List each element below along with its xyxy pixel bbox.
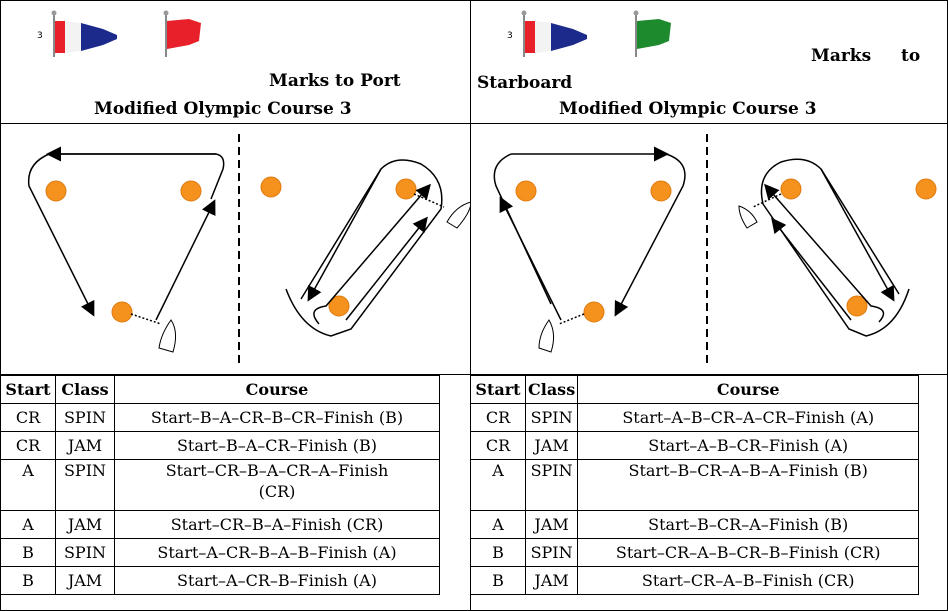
right-header: 3 Marks to Starboard Modifi xyxy=(471,1,947,124)
table-row: CR SPIN Start–A–B–CR–A–CR–Finish (A) xyxy=(470,403,920,432)
mark-buoy-icon xyxy=(111,301,133,323)
cell-start: A xyxy=(0,459,56,511)
flag-number: 3 xyxy=(37,31,43,41)
cell-course: Start–A–CR–B–A–B–Finish (A) xyxy=(114,538,440,567)
mark-buoy-icon xyxy=(515,180,537,202)
table-row: B SPIN Start–CR–A–B–CR–B–Finish (CR) xyxy=(470,538,920,567)
cell-course: Start–CR–A–B–CR–B–Finish (CR) xyxy=(577,538,920,567)
title-course: Modified Olympic Course 3 xyxy=(559,99,817,119)
table-row: B SPIN Start–A–CR–B–A–B–Finish (A) xyxy=(0,538,440,567)
table-row: A JAM Start–B–CR–A–Finish (B) xyxy=(470,510,920,539)
cell-class: JAM xyxy=(55,431,115,460)
cell-course: Start–A–B–CR–Finish (A) xyxy=(577,431,920,460)
left-header: 3 Marks to Port Modified Olympic Course xyxy=(1,1,470,124)
cell-class: SPIN xyxy=(55,538,115,567)
cell-course: Start–B–CR–A–Finish (B) xyxy=(577,510,920,539)
cell-start: A xyxy=(470,459,526,511)
table-row: A SPIN Start–CR–B–A–CR–A–Finish (CR) xyxy=(0,459,440,511)
cell-class: JAM xyxy=(55,566,115,595)
cell-class: JAM xyxy=(524,566,579,595)
cell-start: A xyxy=(0,510,56,539)
table-row: B JAM Start–CR–A–B–Finish (CR) xyxy=(470,566,920,595)
table-row: B JAM Start–A–CR–B–Finish (A) xyxy=(0,566,440,595)
title-course: Modified Olympic Course 3 xyxy=(94,99,352,119)
flags-group xyxy=(51,10,201,57)
flag-number: 3 xyxy=(507,31,513,41)
mark-buoy-icon xyxy=(583,301,605,323)
cell-course: Start–CR–B–A–Finish (CR) xyxy=(114,510,440,539)
right-course-diagram xyxy=(471,124,947,375)
mark-buoy-icon xyxy=(846,295,868,317)
cell-class: JAM xyxy=(524,510,579,539)
mark-buoy-icon xyxy=(328,295,350,317)
header-course: Course xyxy=(577,375,920,404)
cell-start: CR xyxy=(0,403,56,432)
cell-class: SPIN xyxy=(55,459,115,511)
cell-course: Start–A–CR–B–Finish (A) xyxy=(114,566,440,595)
marks-to-port-panel: 3 Marks to Port Modified Olympic Course xyxy=(0,0,472,611)
table-row: CR JAM Start–B–A–CR–Finish (B) xyxy=(0,431,440,460)
header-class: Class xyxy=(55,375,115,404)
boat-icon xyxy=(446,201,472,229)
cell-course: Start–B–A–CR–B–CR–Finish (B) xyxy=(114,403,440,432)
cell-course: Start–CR–A–B–Finish (CR) xyxy=(577,566,920,595)
mark-buoy-icon xyxy=(260,176,282,198)
title-to: to xyxy=(901,46,921,66)
cell-course: Start–A–B–CR–A–CR–Finish (A) xyxy=(577,403,920,432)
mark-buoy-icon xyxy=(650,180,672,202)
course-diagram-svg xyxy=(27,134,472,368)
table-row: CR JAM Start–A–B–CR–Finish (A) xyxy=(470,431,920,460)
title-marks-to-port: Marks to Port xyxy=(269,71,401,91)
table-row: A JAM Start–CR–B–A–Finish (CR) xyxy=(0,510,440,539)
header-start: Start xyxy=(470,375,526,404)
course-diagram-svg xyxy=(493,134,937,368)
pennant-3-flag-icon xyxy=(521,10,587,57)
cell-start: B xyxy=(0,566,56,595)
boat-icon xyxy=(158,319,177,353)
header-course: Course xyxy=(114,375,440,404)
pennant-3-flag-icon xyxy=(51,10,117,57)
mark-buoy-icon xyxy=(395,178,417,200)
cell-start: B xyxy=(470,538,526,567)
cell-course: Start–B–A–CR–Finish (B) xyxy=(114,431,440,460)
table-row: CR SPIN Start–B–A–CR–B–CR–Finish (B) xyxy=(0,403,440,432)
marks-to-starboard-panel: 3 Marks to Starboard Modifi xyxy=(470,0,948,611)
mark-buoy-icon xyxy=(780,178,802,200)
cell-class: SPIN xyxy=(524,403,579,432)
cell-course: Start–CR–B–A–CR–A–Finish (CR) xyxy=(114,459,440,511)
cell-start: B xyxy=(470,566,526,595)
red-flag-icon xyxy=(163,10,201,57)
left-course-table: Start Class Course CR SPIN Start–B–A–CR–… xyxy=(0,375,440,595)
cell-course: Start–B–CR–A–B–A–Finish (B) xyxy=(577,459,920,511)
cell-start: A xyxy=(470,510,526,539)
cell-class: SPIN xyxy=(524,538,579,567)
boat-icon xyxy=(738,205,758,229)
title-starboard: Starboard xyxy=(477,73,573,93)
cell-class: JAM xyxy=(55,510,115,539)
cell-start: CR xyxy=(470,431,526,460)
table-row: A SPIN Start–B–CR–A–B–A–Finish (B) xyxy=(470,459,920,511)
cell-start: CR xyxy=(0,431,56,460)
title-marks: Marks xyxy=(811,46,872,66)
cell-class: SPIN xyxy=(524,459,579,511)
right-course-table: Start Class Course CR SPIN Start–A–B–CR–… xyxy=(470,375,920,595)
flags-group xyxy=(521,10,671,57)
cell-class: SPIN xyxy=(55,403,115,432)
cell-class: JAM xyxy=(524,431,579,460)
cell-start: CR xyxy=(470,403,526,432)
header-class: Class xyxy=(524,375,579,404)
table-header-row: Start Class Course xyxy=(0,375,440,404)
boat-icon xyxy=(538,319,555,353)
left-course-diagram xyxy=(1,124,472,375)
mark-buoy-icon xyxy=(915,178,937,200)
green-flag-icon xyxy=(633,10,671,57)
header-start: Start xyxy=(0,375,56,404)
cell-start: B xyxy=(0,538,56,567)
table-header-row: Start Class Course xyxy=(470,375,920,404)
mark-buoy-icon xyxy=(180,180,202,202)
mark-buoy-icon xyxy=(45,180,67,202)
